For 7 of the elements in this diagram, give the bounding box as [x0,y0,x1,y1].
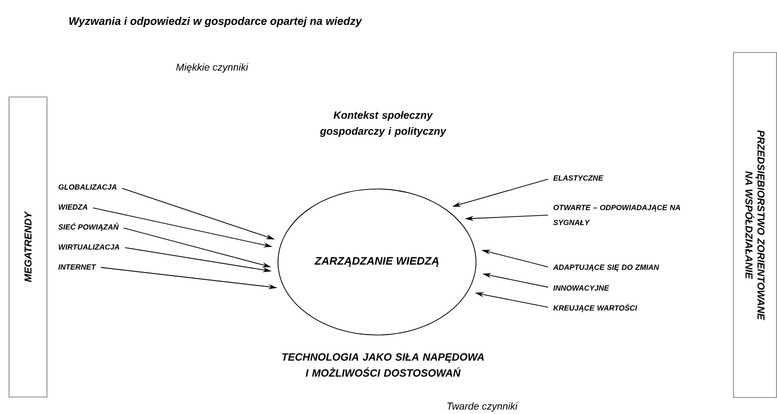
note-label: Miękkie czynniki [176,63,248,73]
technology-label: TECHNOLOGIA JAKO SIŁA NAPĘDOWA I MOŻLIWOŚCI DOSTOSOWAŃ [282,353,484,377]
context-label: Kontekst społeczny gospodarczy i polityczny [320,111,446,137]
side-box: PRZEDSIĘBIORSTWO ZORIENTOWANE NA WSPÓŁDZIAŁANIE [733,52,777,398]
side-box: MEGATRENDY [8,96,48,398]
title: Wyzwania i odpowiedzi w gospodarce opartej na wiedzy [69,16,362,28]
note-label: Twarde czynniki [447,402,518,412]
